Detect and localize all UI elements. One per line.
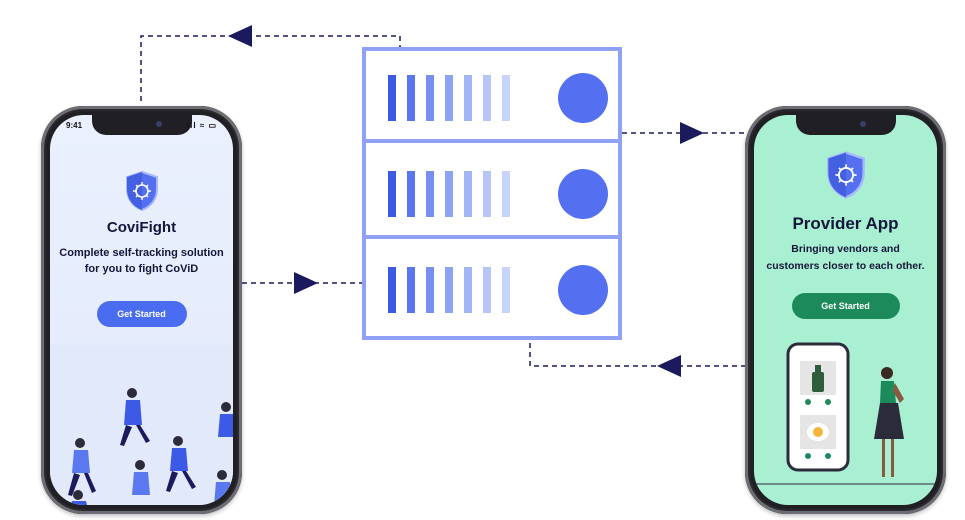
server-bar bbox=[388, 171, 396, 217]
shield-virus-icon bbox=[125, 171, 158, 211]
shield-virus-icon bbox=[826, 151, 865, 199]
phone-notch bbox=[795, 115, 896, 135]
arrow-top-left bbox=[228, 25, 252, 47]
get-started-button[interactable]: Get Started bbox=[96, 301, 187, 327]
get-started-button[interactable]: Get Started bbox=[791, 293, 900, 319]
server-bar bbox=[388, 75, 396, 121]
arrow-right-top bbox=[680, 122, 704, 144]
server-bar bbox=[464, 267, 472, 313]
server-led bbox=[558, 265, 608, 315]
server-bar bbox=[407, 171, 415, 217]
server-bar bbox=[483, 75, 491, 121]
server-bar bbox=[426, 75, 434, 121]
vendor-illustration bbox=[754, 342, 937, 485]
covifight-phone: 9:41 ıll ≈ ▭ CoviFight Complete self-tra… bbox=[41, 106, 242, 514]
server-bar bbox=[426, 171, 434, 217]
server-illustration bbox=[362, 47, 622, 340]
server-bar bbox=[445, 75, 453, 121]
app-subtitle-line2: for you to fight CoViD bbox=[84, 263, 199, 275]
server-bar bbox=[464, 171, 472, 217]
crowd-illustration bbox=[50, 345, 233, 505]
provider-app-screen: Provider App Bringing vendors and custom… bbox=[754, 115, 937, 505]
server-led bbox=[558, 73, 608, 123]
server-led bbox=[558, 169, 608, 219]
app-subtitle-line2: customers closer to each other. bbox=[766, 260, 925, 272]
server-bar bbox=[388, 267, 396, 313]
connector-top bbox=[140, 35, 401, 102]
server-bar bbox=[426, 267, 434, 313]
arrow-bottom-left bbox=[657, 355, 681, 377]
server-bar bbox=[502, 171, 510, 217]
app-title: CoviFight bbox=[106, 219, 177, 236]
server-bar bbox=[502, 75, 510, 121]
app-subtitle-line1: Complete self-tracking solution bbox=[59, 247, 224, 259]
server-bar bbox=[445, 171, 453, 217]
covifight-screen: 9:41 ıll ≈ ▭ CoviFight Complete self-tra… bbox=[50, 115, 233, 505]
server-bar bbox=[407, 75, 415, 121]
server-bar bbox=[502, 267, 510, 313]
server-bar bbox=[464, 75, 472, 121]
app-subtitle-line1: Bringing vendors and bbox=[791, 243, 900, 255]
server-rack-2 bbox=[366, 147, 618, 239]
arrow-mid-right bbox=[294, 272, 318, 294]
server-bar bbox=[483, 171, 491, 217]
phone-notch bbox=[91, 115, 192, 135]
server-bar bbox=[445, 267, 453, 313]
status-icons: ıll ≈ ▭ bbox=[186, 121, 217, 130]
server-rack-1 bbox=[366, 51, 618, 143]
server-bar bbox=[407, 267, 415, 313]
app-title: Provider App bbox=[792, 214, 899, 233]
server-rack-3 bbox=[366, 243, 618, 336]
status-time: 9:41 bbox=[66, 121, 83, 130]
status-bar: 9:41 ıll ≈ ▭ bbox=[66, 121, 217, 135]
provider-app-phone: Provider App Bringing vendors and custom… bbox=[745, 106, 946, 514]
server-bar bbox=[483, 267, 491, 313]
connector-bottom bbox=[529, 340, 755, 367]
